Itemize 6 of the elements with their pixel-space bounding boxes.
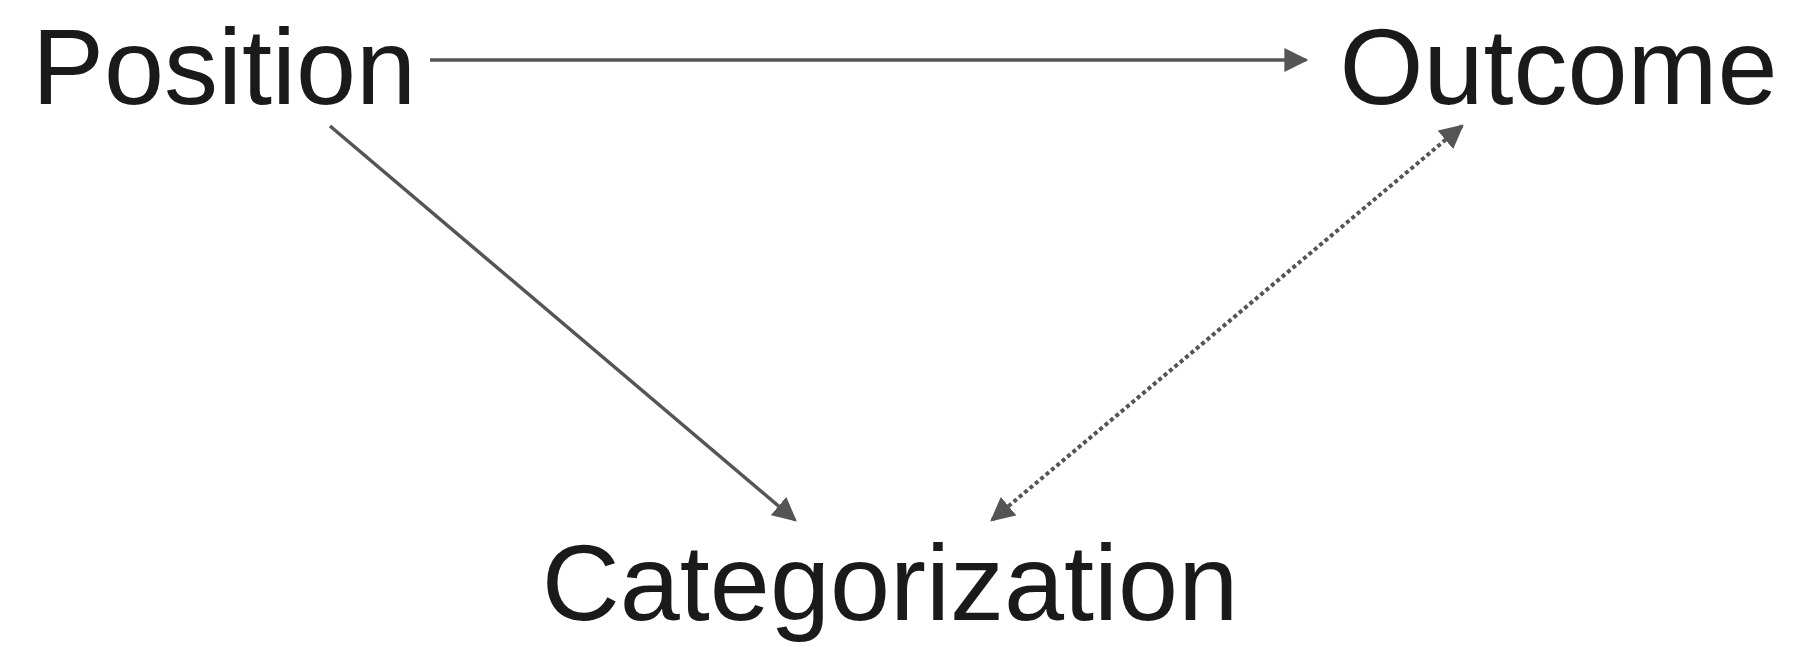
node-label: Outcome	[1306, 8, 1811, 126]
arrow	[990, 124, 1464, 522]
node-label: Categorization	[500, 520, 1280, 645]
arrow	[328, 124, 797, 522]
node-label: Position	[18, 8, 430, 126]
arrow	[430, 48, 1309, 72]
